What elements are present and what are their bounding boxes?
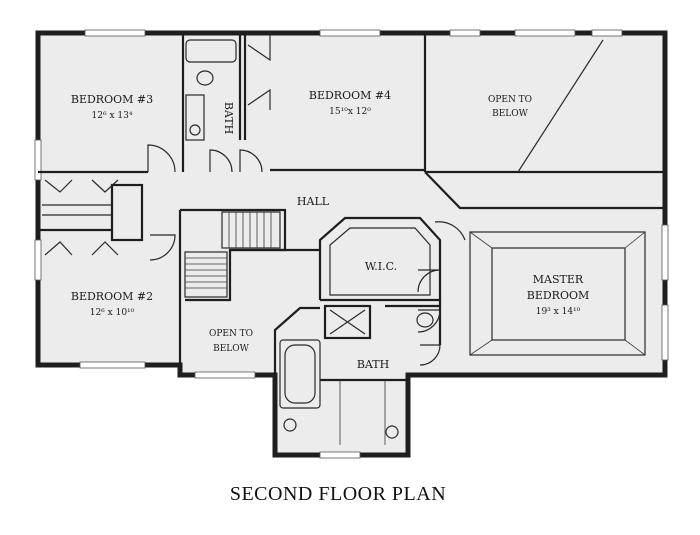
master-name-1: MASTER [533, 273, 584, 286]
hall-label: HALL [297, 195, 330, 208]
bath-small-label: BATH [222, 102, 235, 134]
tray-ceiling [469, 231, 646, 356]
windows [34, 29, 669, 459]
wic-label: W.I.C. [365, 260, 397, 273]
stairs [184, 211, 281, 298]
plan-title: SECOND FLOOR PLAN [230, 483, 446, 505]
bedroom4-dims: 15¹⁰x 12⁰ [329, 107, 371, 117]
open-below-top-line1: OPEN TO [488, 95, 532, 105]
bedroom3-dims: 12⁶ x 13⁴ [92, 111, 133, 121]
bedroom3-name: BEDROOM #3 [71, 93, 153, 106]
interior-walls [38, 35, 665, 382]
floor-fill [38, 33, 665, 455]
open-below-stair-line2: BELOW [213, 344, 250, 354]
open-to-below-lines [517, 39, 604, 173]
master-dims: 19³ x 14¹⁰ [536, 307, 581, 317]
open-below-stair-line1: OPEN TO [209, 329, 253, 339]
doors [44, 35, 466, 366]
bedroom2-dims: 12⁶ x 10¹⁰ [90, 308, 135, 318]
bath-fixtures [185, 39, 434, 445]
bath-master-label: BATH [357, 358, 389, 371]
master-name-2: BEDROOM [527, 289, 590, 302]
bedroom2-name: BEDROOM #2 [71, 290, 153, 303]
room-labels: BEDROOM #3 12⁶ x 13⁴ BEDROOM #4 15¹⁰x 12… [71, 89, 589, 371]
open-below-top-line2: BELOW [492, 109, 529, 119]
bedroom4-name: BEDROOM #4 [309, 89, 391, 102]
